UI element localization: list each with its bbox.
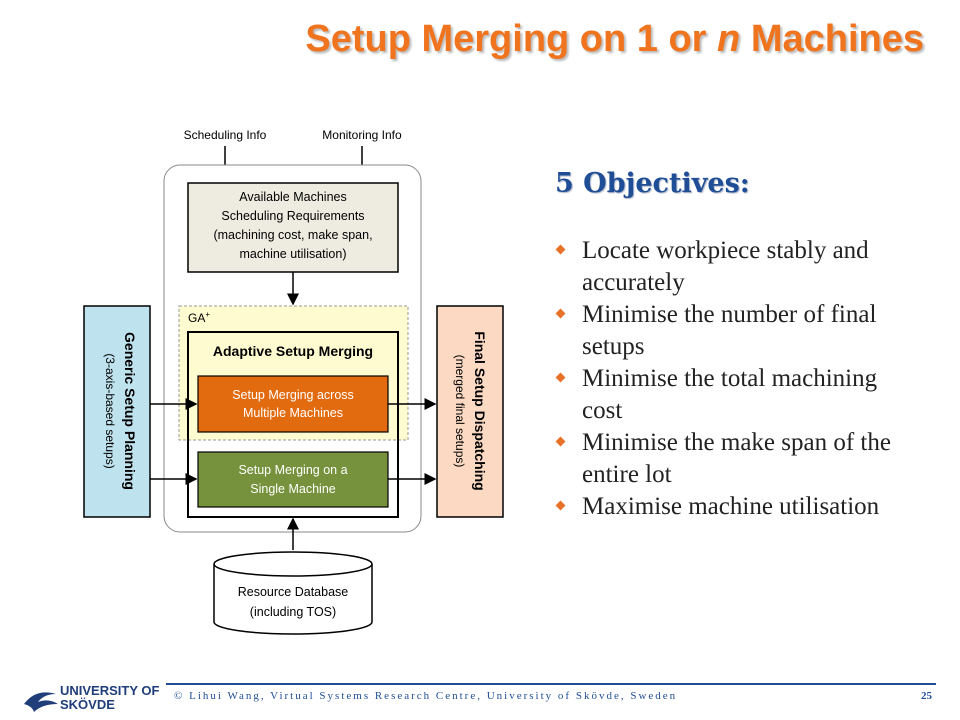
footer-copyright: © Lihui Wang, Virtual Systems Research C…: [174, 690, 678, 702]
footer-divider: [166, 683, 936, 685]
title-italic: n: [717, 18, 741, 60]
final-setup-title: Final Setup Dispatching: [472, 331, 488, 490]
monitoring-info-label: Monitoring Info: [322, 128, 402, 142]
diamond-bullet-icon: [555, 500, 566, 511]
objective-item: Minimise the total machining cost: [555, 363, 896, 427]
single-machine-box: [197, 451, 389, 508]
adaptive-title: Adaptive Setup Merging: [213, 343, 373, 359]
available-line-2: Scheduling Requirements: [221, 209, 364, 223]
available-line-4: machine utilisation): [240, 247, 347, 261]
generic-setup-title: Generic Setup Planning: [122, 332, 138, 490]
resource-database: [213, 564, 373, 635]
diamond-bullet-icon: [555, 372, 566, 383]
objective-item: Maximise machine utilisation: [555, 491, 896, 523]
objective-text: Minimise the total machining cost: [582, 365, 878, 424]
database-line-2: (including TOS): [250, 605, 336, 619]
multi-machine-box: [197, 375, 389, 433]
objective-item: Locate workpiece stably and accurately: [555, 235, 896, 299]
final-setup-dispatching-panel: [436, 305, 504, 518]
title-prefix: Setup Merging on 1 or: [305, 18, 718, 60]
available-line-3: (machining cost, make span,: [213, 228, 372, 242]
objective-text: Maximise machine utilisation: [582, 493, 880, 520]
objectives-list: Locate workpiece stably and accurately M…: [555, 235, 896, 523]
scheduling-info-label: Scheduling Info: [184, 128, 267, 142]
final-setup-sub: (merged final setups): [453, 355, 467, 468]
objective-text: Minimise the make span of the entire lot: [582, 429, 891, 488]
diamond-bullet-icon: [555, 308, 566, 319]
available-line-1: Available Machines: [239, 190, 346, 204]
page-number: 25: [921, 690, 932, 702]
database-line-1: Resource Database: [238, 585, 349, 599]
title-suffix: Machines: [740, 18, 924, 60]
objective-text: Locate workpiece stably and accurately: [582, 237, 869, 296]
slide-title: Setup Merging on 1 or n Machines: [305, 18, 924, 61]
objective-item: Minimise the number of final setups: [555, 299, 896, 363]
generic-setup-planning-panel: [83, 305, 151, 518]
adaptive-setup-merging-box: [187, 331, 399, 518]
logo-line-1: UNIVERSITY OF: [60, 683, 160, 698]
multi-line-1: Setup Merging across: [232, 388, 354, 402]
diamond-bullet-icon: [555, 244, 566, 255]
single-line-2: Single Machine: [250, 482, 336, 496]
objectives-heading: 5 Objectives:: [555, 168, 750, 199]
objective-text: Minimise the number of final setups: [582, 301, 877, 360]
logo-line-2: SKÖVDE: [60, 697, 115, 712]
single-line-1: Setup Merging on a: [238, 463, 347, 477]
resource-database-top: [213, 551, 373, 577]
objective-item: Minimise the make span of the entire lot: [555, 427, 896, 491]
ga-label: GA+: [188, 310, 210, 325]
diamond-bullet-icon: [555, 436, 566, 447]
university-logo-icon: [24, 692, 58, 712]
multi-line-2: Multiple Machines: [243, 406, 343, 420]
generic-setup-sub: (3-axis-based setups): [103, 353, 117, 468]
